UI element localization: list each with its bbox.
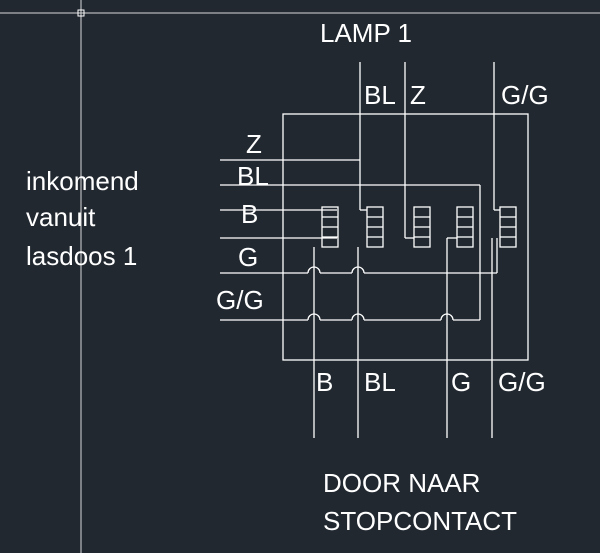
incoming-wires bbox=[220, 159, 497, 321]
top-wire-label-bl: BL bbox=[364, 80, 396, 110]
bottom-wire-label-gg: G/G bbox=[498, 367, 546, 397]
incoming-label-line-3: lasdoos 1 bbox=[26, 241, 137, 271]
destination-label-line-1: DOOR NAAR bbox=[323, 468, 480, 498]
terminal-block-4 bbox=[456, 206, 474, 248]
bottom-wire-label-b: B bbox=[316, 367, 333, 397]
left-wire-label-gg: G/G bbox=[216, 285, 264, 315]
terminal-block-5 bbox=[499, 206, 517, 248]
lamp-title: LAMP 1 bbox=[320, 18, 412, 48]
terminal-block-1 bbox=[321, 206, 339, 248]
destination-label-line-2: STOPCONTACT bbox=[323, 506, 517, 536]
outgoing-wires bbox=[313, 238, 493, 438]
top-wire-label-gg: G/G bbox=[501, 80, 549, 110]
top-wire-label-z: Z bbox=[410, 80, 426, 110]
left-wire-label-b: B bbox=[241, 199, 258, 229]
internal-wiring bbox=[359, 160, 500, 320]
incoming-label-line-2: vanuit bbox=[26, 202, 96, 232]
bottom-wire-label-g: G bbox=[451, 367, 471, 397]
left-wire-label-g: G bbox=[238, 242, 258, 272]
terminal-block-2 bbox=[366, 206, 384, 248]
incoming-label-line-1: inkomend bbox=[26, 166, 139, 196]
left-wire-label-bl: BL bbox=[237, 161, 269, 191]
left-wire-label-z: Z bbox=[246, 129, 262, 159]
terminal-block-3 bbox=[413, 206, 431, 248]
bottom-wire-label-bl: BL bbox=[364, 367, 396, 397]
